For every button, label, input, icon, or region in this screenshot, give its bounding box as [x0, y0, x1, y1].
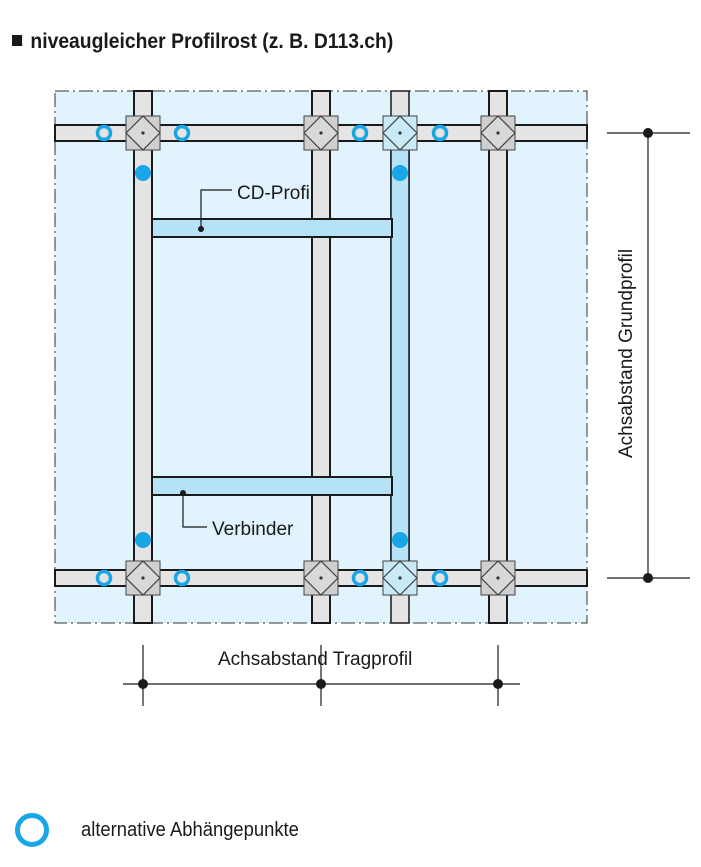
connector-screw — [141, 576, 145, 580]
open-hanger-point-icon — [351, 124, 369, 142]
open-hanger-point-icon — [173, 569, 191, 587]
filled-hanger-point-icon — [392, 165, 408, 181]
cd-profile-horizontal — [151, 476, 393, 496]
open-hanger-point-icon — [351, 569, 369, 587]
label-verbinder: Verbinder — [212, 519, 294, 540]
connector-screw — [496, 131, 500, 135]
verbinder-leader-dot — [180, 490, 186, 496]
connector-screw — [398, 576, 402, 580]
connector-screw — [319, 576, 323, 580]
diagram-title: niveaugleicher Profilrost (z. B. D113.ch… — [12, 30, 393, 54]
cd-profil-leader — [200, 189, 232, 230]
main-profile-vertical — [133, 90, 153, 624]
open-hanger-point-icon — [431, 569, 449, 587]
connector-screw — [319, 131, 323, 135]
title-text: niveaugleicher Profilrost (z. B. D113.ch… — [30, 30, 394, 53]
main-profile-vertical — [488, 90, 508, 624]
connector-screw — [496, 576, 500, 580]
label-cd-profil: CD-Profil — [237, 183, 314, 204]
open-hanger-point-icon — [431, 124, 449, 142]
open-hanger-point-icon — [95, 569, 113, 587]
legend: alternative Abhängepunkte — [15, 812, 318, 848]
filled-hanger-point-icon — [135, 532, 151, 548]
connector-screw — [398, 131, 402, 135]
dimension-dot — [643, 573, 653, 583]
dimension-dot — [493, 679, 503, 689]
dimension-dot — [138, 679, 148, 689]
main-profile-vertical — [311, 90, 331, 624]
open-hanger-point-icon — [173, 124, 191, 142]
dimension-dot — [643, 128, 653, 138]
connector-screw — [141, 131, 145, 135]
cd-profil-leader-dot — [198, 226, 204, 232]
cd-profile-vertical — [390, 139, 410, 573]
open-circle-icon — [15, 813, 49, 847]
dimension-dot — [316, 679, 326, 689]
filled-hanger-point-icon — [135, 165, 151, 181]
bullet-square-icon — [12, 35, 23, 46]
cd-profile-horizontal — [151, 218, 393, 238]
label-achsabstand-grundprofil: Achsabstand Grundprofil — [616, 249, 637, 458]
label-achsabstand-tragprofil: Achsabstand Tragprofil — [218, 649, 412, 670]
verbinder-leader — [182, 493, 207, 528]
legend-text: alternative Abhängepunkte — [81, 818, 299, 841]
open-hanger-point-icon — [95, 124, 113, 142]
filled-hanger-point-icon — [392, 532, 408, 548]
